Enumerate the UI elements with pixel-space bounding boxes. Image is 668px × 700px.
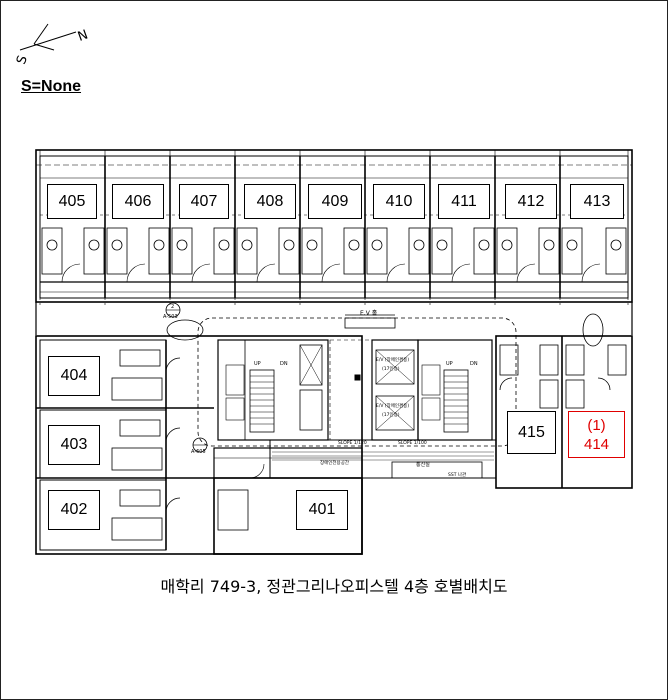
room-414-number: 414 (583, 435, 610, 453)
disabled-parking-label: 장애인전용공간 (320, 459, 349, 466)
ref-a503: A-503 (163, 314, 178, 320)
room-404: 404 (48, 356, 100, 396)
drawing-caption: 매학리 749-3, 정관그리나오피스텔 4층 호별배치도 (160, 577, 508, 596)
room-401: 401 (296, 490, 348, 530)
room-414-note: (1) (587, 416, 606, 434)
shaft-label: 통신실 (416, 461, 430, 468)
room-409: 409 (308, 184, 362, 219)
sst-room-label: SST 나관 (448, 471, 466, 478)
room-408: 408 (244, 184, 296, 219)
room-402: 402 (48, 490, 100, 530)
ev-label-1: E/V (장애인겸용) (376, 356, 409, 363)
room-403: 403 (48, 425, 100, 465)
room-413: 413 (570, 184, 624, 219)
ref-bubble-2: 2 (171, 304, 174, 310)
ev-hall-label: E.V 홀 (360, 309, 378, 317)
north-arrow-icon: S N (14, 23, 90, 66)
room-414: (1) 414 (568, 411, 625, 458)
stair-dn-left: DN (280, 361, 288, 367)
ev-label-2: E/V (장애인겸용) (376, 402, 409, 409)
ref-a605: A-605 (191, 449, 206, 455)
ev-cap-2: (17인승) (382, 411, 400, 418)
room-411: 411 (438, 184, 490, 219)
room-415: 415 (507, 411, 556, 454)
stair-up-right: UP (446, 361, 453, 367)
ev-cap-1: (17인승) (382, 365, 400, 372)
room-410: 410 (373, 184, 425, 219)
slope-label-1: SLOPE 1/120 (338, 440, 367, 446)
slope-label-2: SLOPE 1/100 (398, 440, 427, 446)
stair-up-left: UP (254, 361, 261, 367)
room-405: 405 (47, 184, 97, 219)
compass-n: N (76, 27, 90, 44)
room-407: 407 (179, 184, 229, 219)
stair-dn-right: DN (470, 361, 478, 367)
scale-label: S=None (21, 78, 82, 95)
room-406: 406 (112, 184, 164, 219)
room-412: 412 (505, 184, 557, 219)
